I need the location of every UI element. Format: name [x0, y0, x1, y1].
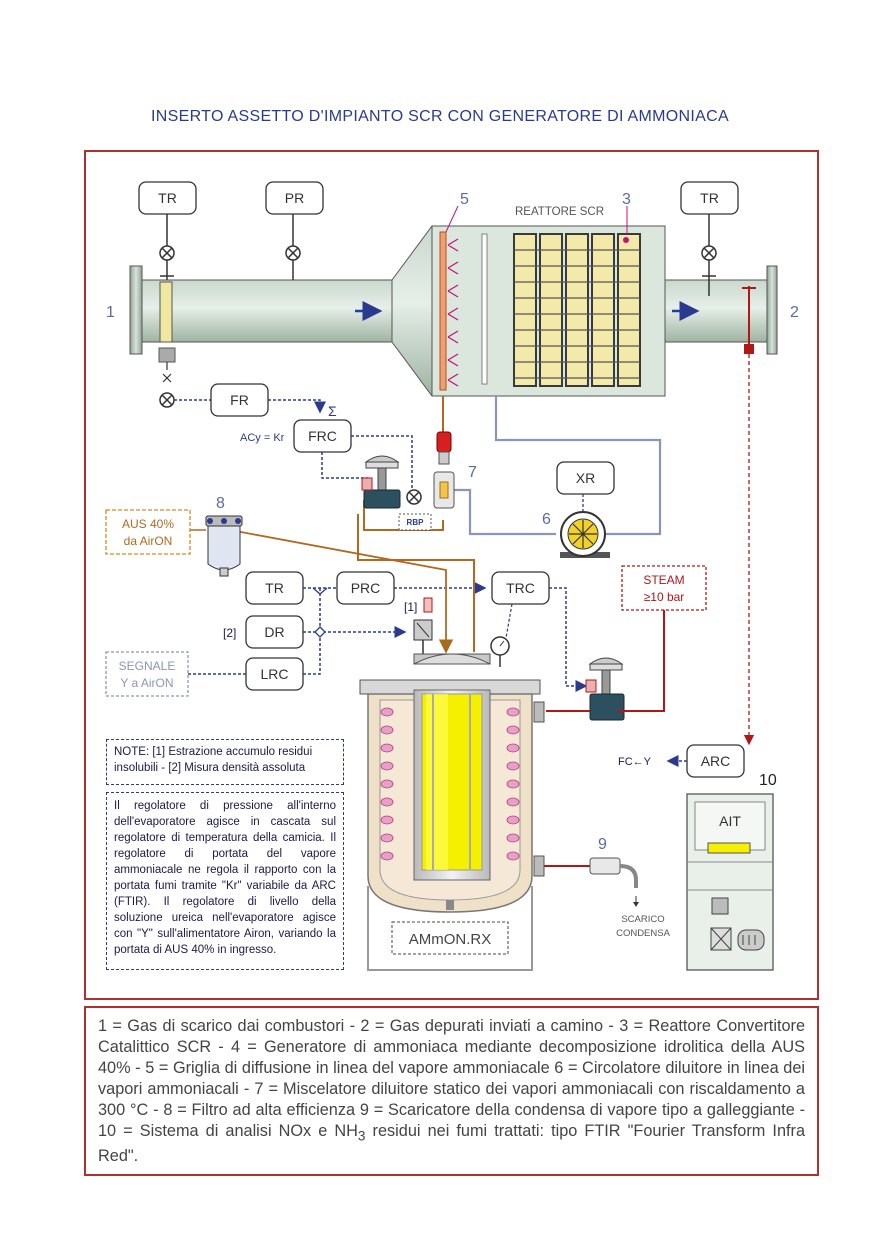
number-2: 2: [790, 304, 799, 321]
number-6: 6: [542, 511, 551, 528]
instrument-dr: DR: [264, 624, 284, 640]
instrument-pr: PR: [285, 190, 304, 206]
signal-target-label: Y a AirON: [120, 676, 173, 690]
frc-control-valve: [361, 455, 401, 509]
instrument-tr-inlet: TR: [158, 190, 177, 206]
leader-5: [445, 205, 459, 233]
instrument-arc: ARC: [701, 753, 731, 769]
residue-extraction: [423, 597, 433, 613]
junction-mark: [312, 587, 328, 595]
vessel-support: [367, 886, 533, 971]
aus-label: AUS 40%: [122, 517, 174, 531]
steam-line: [618, 610, 665, 712]
number-5: 5: [460, 191, 469, 208]
inlet-duct: [129, 265, 393, 355]
static-mixer-grid: [481, 233, 488, 385]
number-9: 9: [598, 836, 607, 853]
jacket-coils: [380, 707, 520, 861]
legend-text-part1: 1 = Gas di scarico dai combustori - 2 = …: [98, 1017, 805, 1140]
signal-label: SEGNALE: [119, 659, 176, 673]
notes-box: NOTE: [1] Estrazione accumulo residui in…: [106, 739, 344, 785]
number-8: 8: [216, 495, 225, 512]
number-1: 1: [106, 304, 115, 321]
aus-source-box: [105, 509, 191, 555]
generator-nameplate: [391, 921, 509, 955]
instrument-tr-outlet: TR: [700, 190, 719, 206]
number-7: 7: [468, 464, 477, 481]
control-description-box: Il regolatore di pressione all'interno d…: [106, 792, 344, 970]
number-3: 3: [622, 191, 631, 208]
drain-label: SCARICO: [621, 914, 664, 925]
legend-text-part2: residui nei fumi trattati: tipo FTIR "Fo…: [98, 1122, 805, 1166]
condensate-nozzle: [533, 855, 545, 877]
tag-2: [2]: [223, 626, 236, 640]
junction-mark: [314, 626, 326, 638]
reactor-label: REATTORE SCR: [515, 206, 604, 218]
catalyst-modules: [513, 233, 641, 387]
instrument-lrc: LRC: [260, 666, 288, 682]
legend-box: 1 = Gas di scarico dai combustori - 2 = …: [84, 1006, 819, 1176]
density-sensor: [413, 619, 433, 654]
ratio-label: ACy = Kr: [240, 432, 285, 444]
aus-source-label: da AirON: [124, 534, 173, 548]
static-mixer: [433, 431, 455, 509]
steam-nozzle: [533, 701, 545, 723]
ammonia-generator-vessel: [359, 653, 541, 913]
condensate-trap: [589, 857, 639, 907]
tag-1: [1]: [404, 600, 417, 614]
dilution-loop: [453, 396, 662, 536]
analyzer-label: AIT: [719, 813, 741, 829]
diffusion-grid: [447, 238, 459, 387]
ftir-analyzer-cabinet: [686, 793, 774, 971]
diagram-frame: [84, 150, 819, 1000]
generator-name: AMmON.RX: [409, 931, 492, 948]
sensor-stems: [160, 214, 716, 296]
fc-signal-label: FC←Y: [618, 756, 652, 768]
sigma-symbol: Σ: [328, 403, 337, 419]
number-10: 10: [759, 772, 777, 789]
instrument-prc: PRC: [351, 580, 381, 596]
injection-lance: [439, 231, 447, 391]
steam-label: STEAM: [643, 573, 684, 587]
instrument-trc: TRC: [506, 580, 535, 596]
instrument-frc: FRC: [308, 428, 337, 444]
trc-control-valve: [585, 657, 625, 721]
legend-text: 1 = Gas di scarico dai combustori - 2 = …: [98, 1016, 805, 1167]
steam-pressure-label: ≥10 bar: [644, 590, 685, 604]
circulator-fan: [560, 494, 610, 558]
instrument-tr-evap: TR: [265, 580, 284, 596]
signal-box: [105, 651, 189, 697]
page-title: INSERTO ASSETTO D'IMPIANTO SCR CON GENER…: [151, 108, 729, 125]
high-efficiency-filter: [205, 515, 243, 577]
legend-subscript: 3: [357, 1128, 366, 1144]
rbp-label: RBP: [407, 518, 425, 527]
condensate-label: CONDENSA: [616, 928, 671, 939]
sampling-point: [744, 344, 754, 354]
catalyst-pattern: [514, 249, 640, 379]
catalyst-marker: [623, 237, 629, 243]
pressure-gauge: [490, 603, 513, 667]
instrument-fr: FR: [230, 392, 249, 408]
instrument-xr: XR: [576, 470, 595, 486]
inlet-flow-element: [158, 281, 176, 383]
aus-feed-line: [229, 529, 454, 654]
